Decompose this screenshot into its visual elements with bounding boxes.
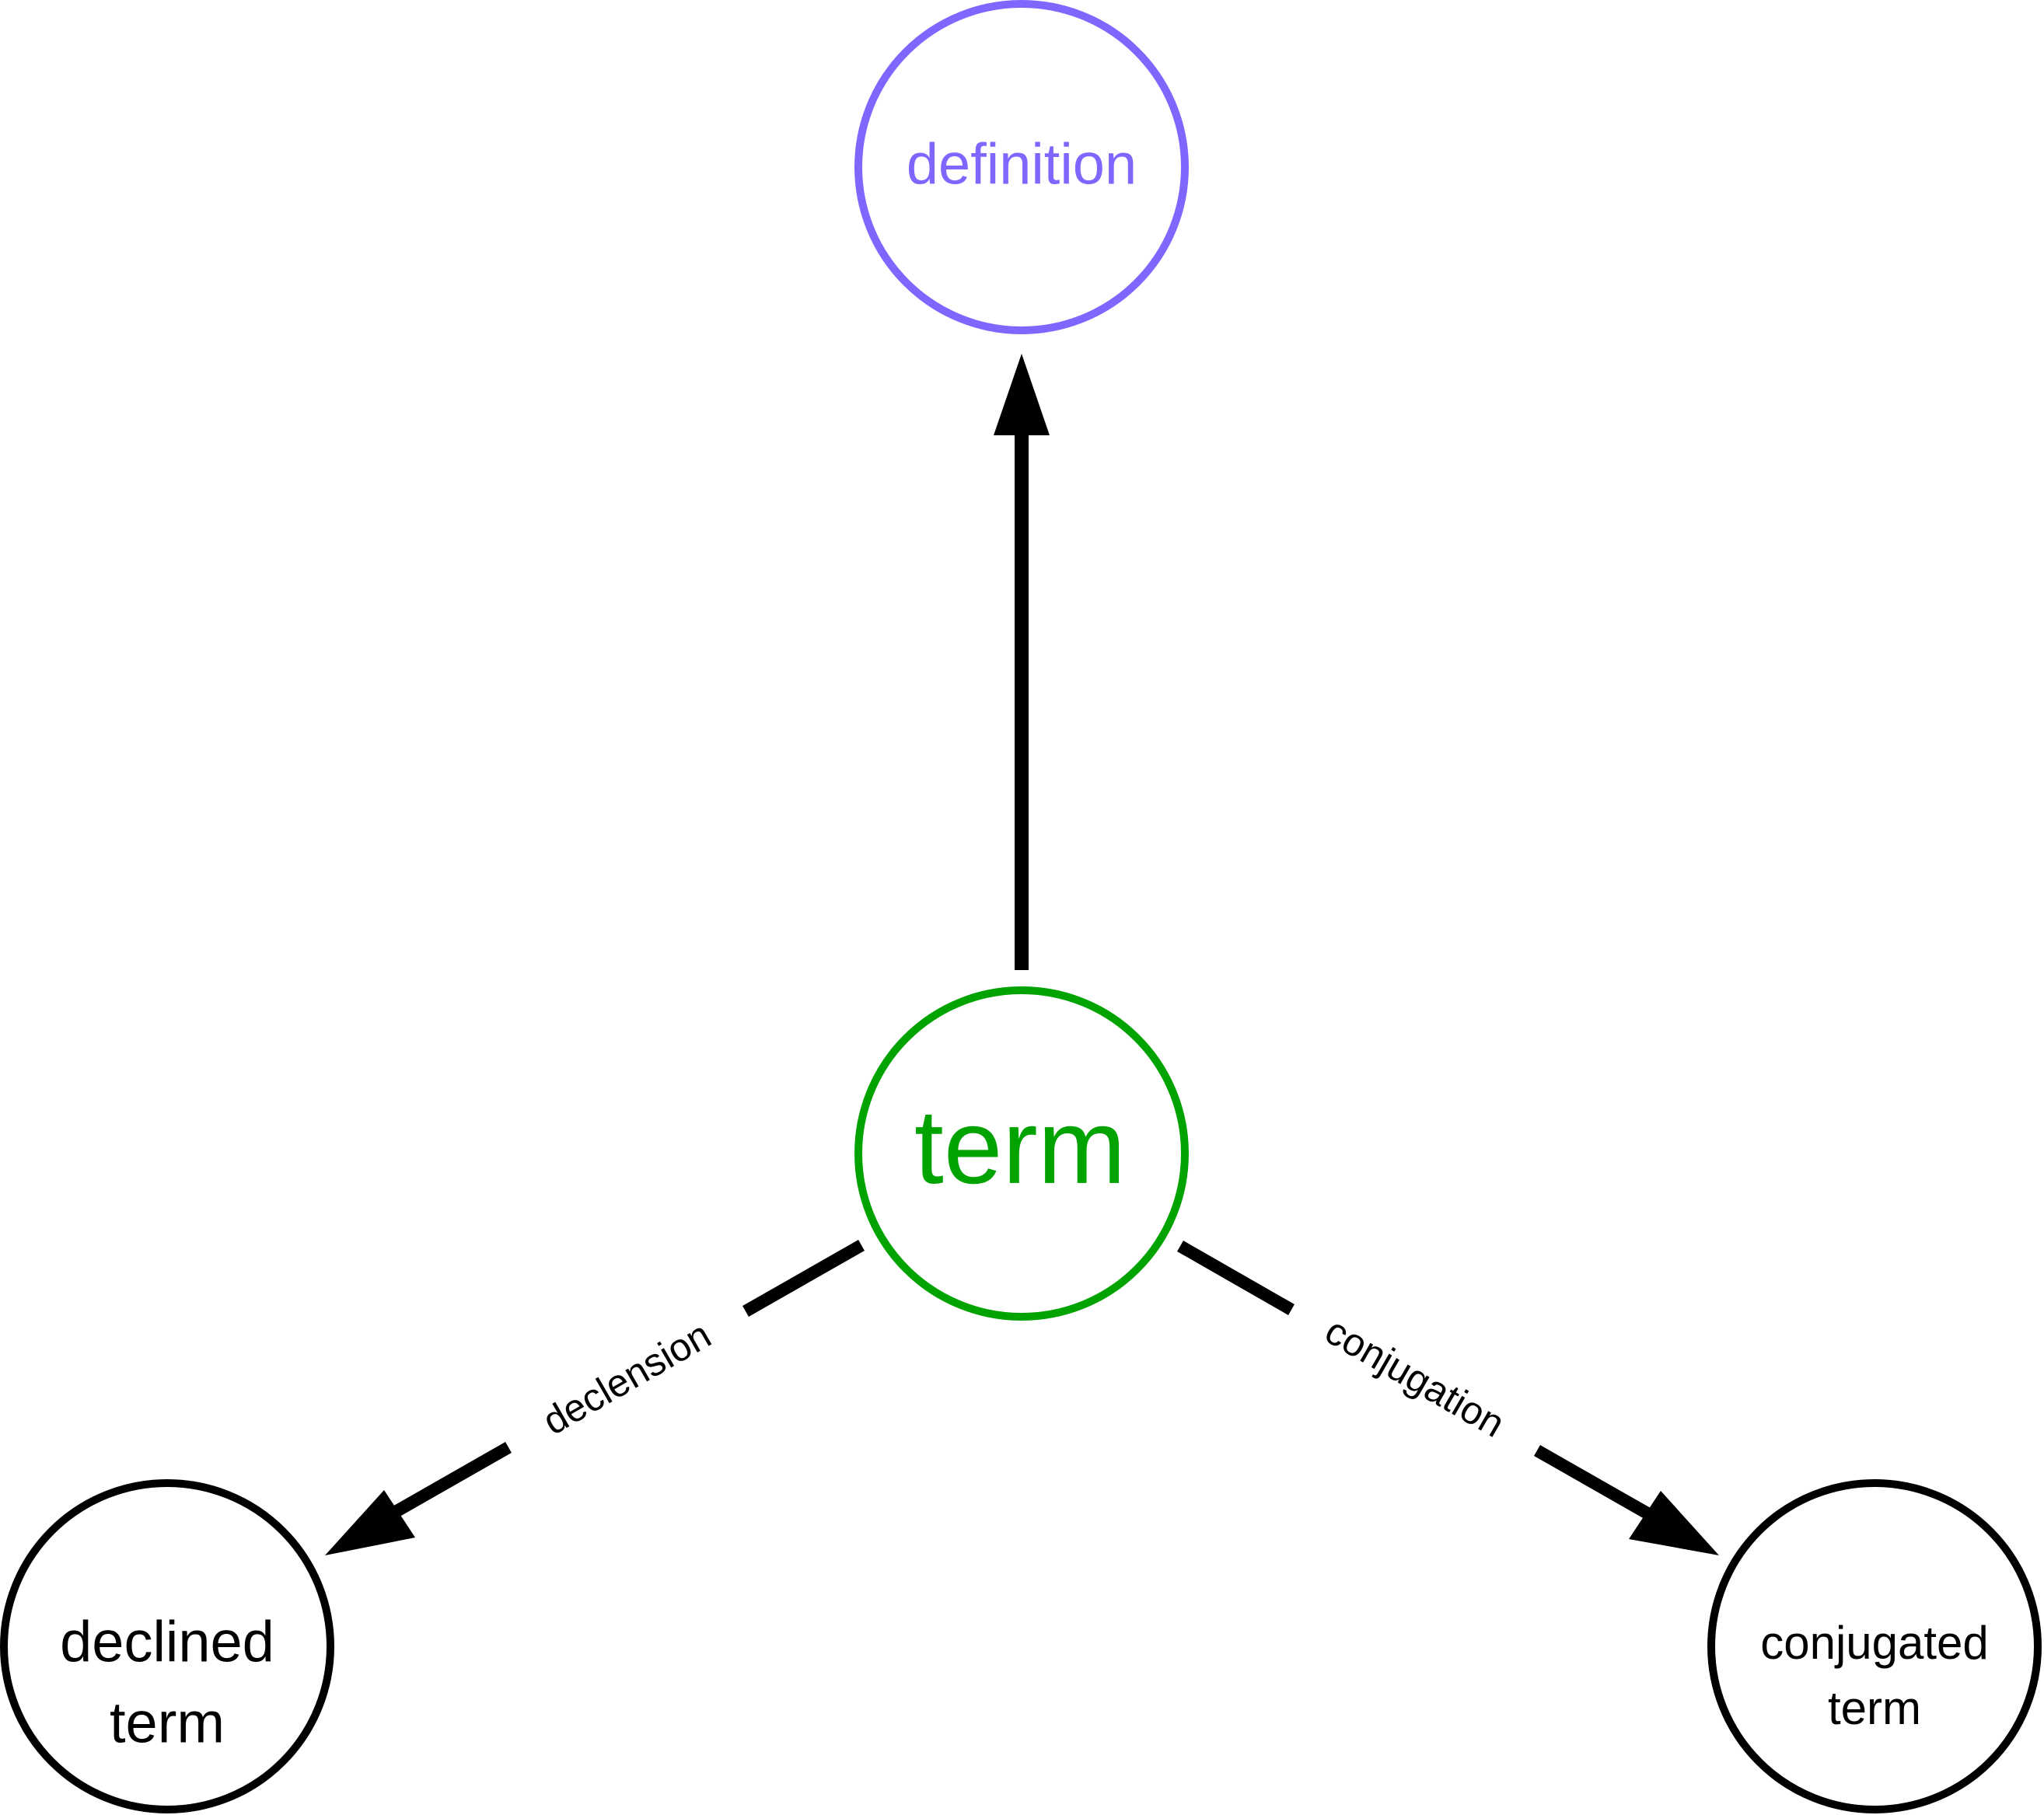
node-label-declined-line1: declined xyxy=(60,1610,274,1674)
node-circle xyxy=(854,0,1189,334)
node-circle xyxy=(854,986,1189,1321)
node-circle xyxy=(1707,1479,2042,1813)
node-label-term: term xyxy=(914,1087,1126,1206)
node-definition: definition xyxy=(854,0,1189,334)
node-label-conjugated-line1: conjugated xyxy=(1760,1617,1989,1669)
node-conjugated-term: conjugated term xyxy=(1707,1479,2042,1813)
arrowhead-conjugated xyxy=(1629,1491,1719,1555)
node-circle xyxy=(0,1479,334,1813)
node-label-conjugated-line2: term xyxy=(1828,1682,1921,1734)
node-label-declined-line2: term xyxy=(110,1691,225,1755)
node-label-definition: definition xyxy=(907,132,1137,197)
arrowhead-definition xyxy=(994,354,1050,435)
edge-conjugation: conjugation xyxy=(1177,1241,1719,1555)
node-term: term xyxy=(854,986,1189,1321)
edge-line-segment-1 xyxy=(1177,1241,1295,1315)
node-declined-term: declined term xyxy=(0,1479,334,1813)
arrowhead-declined xyxy=(325,1490,415,1555)
edge-term-to-definition xyxy=(994,354,1050,970)
edge-line-segment-1 xyxy=(742,1240,865,1317)
edge-line-segment-2 xyxy=(390,1442,512,1519)
edge-declension: declension xyxy=(325,1240,865,1555)
edge-label-declension: declension xyxy=(536,1313,718,1443)
edge-label-conjugation: conjugation xyxy=(1318,1309,1511,1446)
edge-line-segment-2 xyxy=(1534,1445,1656,1522)
